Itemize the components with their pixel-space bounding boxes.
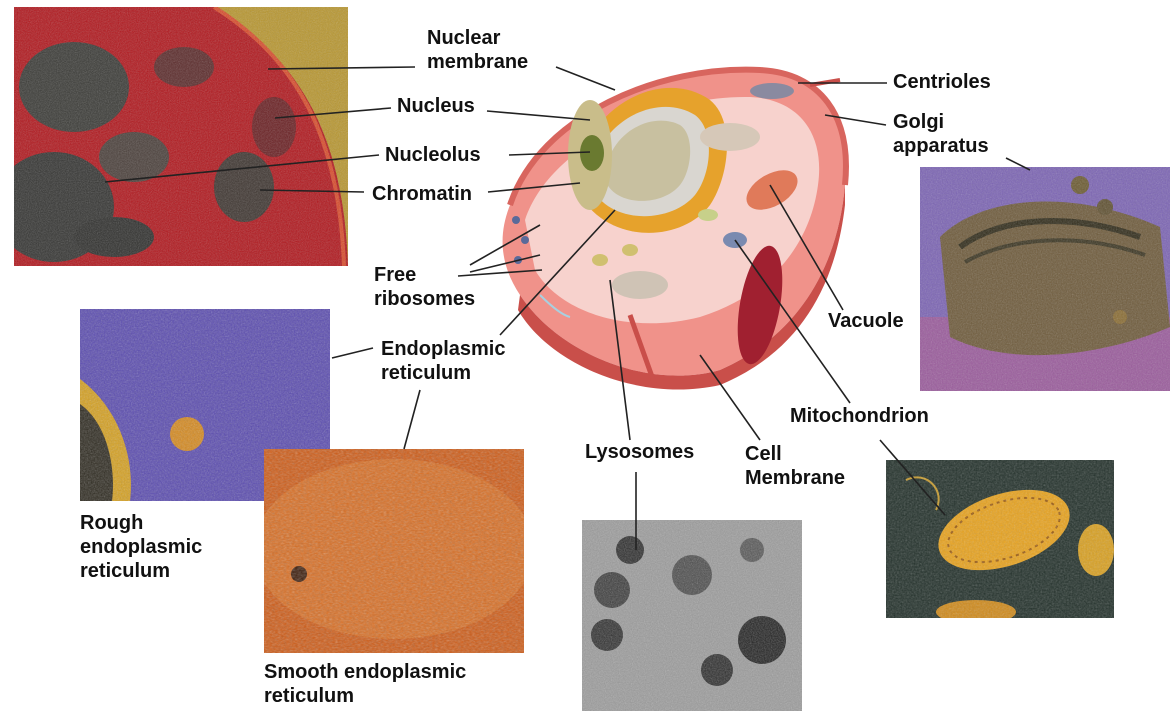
label-rough-er-line2: endoplasmic	[80, 536, 202, 558]
label-lysosomes: Lysosomes	[585, 441, 694, 463]
label-mitochondrion: Mitochondrion	[790, 405, 929, 427]
label-rough-er-line1: Rough	[80, 512, 143, 534]
label-smooth-er-line1: Smooth endoplasmic	[264, 661, 466, 683]
nucleus-micrograph	[14, 7, 348, 266]
label-chromatin: Chromatin	[372, 183, 472, 205]
label-er-line2: reticulum	[381, 362, 471, 384]
smooth-er-micrograph	[264, 449, 524, 653]
label-centrioles: Centrioles	[893, 71, 991, 93]
lysosomes-micrograph	[582, 520, 802, 711]
label-golgi-line2: apparatus	[893, 135, 989, 157]
label-free-ribosomes-line2: ribosomes	[374, 288, 475, 310]
golgi-micrograph	[920, 167, 1170, 391]
label-free-ribosomes-line1: Free	[374, 264, 416, 286]
label-nuclear-membrane-line1: Nuclear	[427, 27, 500, 49]
mitochondrion-micrograph	[886, 460, 1114, 618]
cell-illustration	[480, 55, 860, 390]
label-nucleolus: Nucleolus	[385, 144, 481, 166]
label-smooth-er-line2: reticulum	[264, 685, 354, 707]
label-golgi-line1: Golgi	[893, 111, 944, 133]
label-er-line1: Endoplasmic	[381, 338, 505, 360]
label-cell-membrane-line1: Cell	[745, 443, 782, 465]
label-rough-er-line3: reticulum	[80, 560, 170, 582]
label-nuclear-membrane-line2: membrane	[427, 51, 528, 73]
label-vacuole: Vacuole	[828, 310, 904, 332]
label-nucleus: Nucleus	[397, 95, 475, 117]
label-cell-membrane-line2: Membrane	[745, 467, 845, 489]
